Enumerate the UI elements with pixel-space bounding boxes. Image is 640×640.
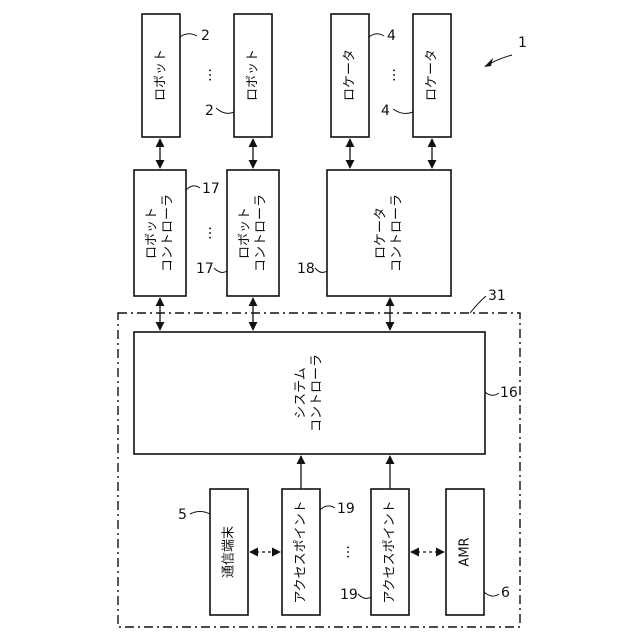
robot-ellipsis: … (199, 68, 215, 82)
communication-terminal-box: 通信端末 (210, 489, 248, 615)
ref-robot-top-leader (180, 34, 197, 37)
robot-controller-1-line2: コントローラ (161, 194, 176, 272)
access-point-label-2: アクセスポイント (383, 500, 398, 603)
robot-controller-ellipsis: … (199, 226, 215, 240)
ref-robot-bottom-leader (216, 108, 234, 113)
locator-controller-line1: ロケータ (374, 207, 389, 259)
robot-controller-2-line2: コントローラ (254, 194, 269, 272)
system-controller-line1: システム (294, 367, 309, 419)
ref-system-controller: 16 (500, 385, 518, 401)
ref-terminal: 5 (178, 507, 187, 523)
robot-box-2: ロボット (234, 14, 272, 137)
locator-controller-line2: コントローラ (390, 194, 405, 272)
ref-access-point-bottom: 19 (340, 587, 358, 603)
ref-amr: 6 (501, 585, 510, 601)
ref-robot-controller-top: 17 (202, 181, 220, 197)
ref-robot-controller-bottom: 17 (196, 261, 214, 277)
amr-box: AMR (446, 489, 484, 615)
locator-ellipsis: … (383, 68, 399, 82)
ref-amr-leader (484, 592, 499, 596)
ref-robot-top: 2 (201, 28, 210, 44)
system-controller-line2: コントローラ (310, 354, 325, 432)
robot-controller-box-2: ロボット コントローラ (227, 170, 279, 296)
ref-access-point-bottom-leader (358, 594, 371, 598)
ref-boundary: 31 (488, 288, 506, 304)
robot-controller-1-line1: ロボット (145, 207, 160, 259)
locator-box-2: ロケータ (413, 14, 451, 137)
ref-boundary-leader (470, 296, 486, 313)
system-controller-box: システム コントローラ (134, 332, 485, 454)
ref-locator-top-leader (369, 34, 384, 37)
ref-system: 1 (518, 35, 527, 51)
locator-label-2: ロケータ (425, 49, 440, 101)
ref-access-point-top-leader (320, 506, 335, 510)
ref-robot-bottom: 2 (205, 103, 214, 119)
ref-robot-controller-bottom-leader (214, 268, 227, 272)
robot-label-1: ロボット (154, 49, 169, 101)
ref-locator-controller-leader (315, 268, 327, 272)
access-point-box-1: アクセスポイント (282, 489, 320, 615)
ref-system-arrowhead (484, 58, 493, 67)
ref-locator-controller: 18 (297, 261, 315, 277)
robot-label-2: ロボット (246, 49, 261, 101)
ref-locator-bottom: 4 (381, 103, 390, 119)
locator-box-1: ロケータ (331, 14, 369, 137)
locator-label-1: ロケータ (343, 49, 358, 101)
locator-controller-box: ロケータ コントローラ (327, 170, 451, 296)
communication-terminal-label: 通信端末 (222, 526, 237, 578)
robot-controller-box-1: ロボット コントローラ (134, 170, 186, 296)
amr-label: AMR (458, 537, 473, 566)
ref-terminal-leader (190, 512, 210, 515)
access-point-ellipsis: … (337, 545, 353, 559)
access-point-label-1: アクセスポイント (294, 500, 309, 603)
robot-controller-2-line1: ロボット (238, 207, 253, 259)
access-point-box-2: アクセスポイント (371, 489, 409, 615)
ref-robot-controller-top-leader (186, 186, 200, 190)
ref-access-point-top: 19 (337, 501, 355, 517)
ref-locator-top: 4 (387, 28, 396, 44)
robot-box-1: ロボット (142, 14, 180, 137)
ref-system-controller-leader (485, 392, 499, 395)
ref-locator-bottom-leader (393, 109, 413, 113)
